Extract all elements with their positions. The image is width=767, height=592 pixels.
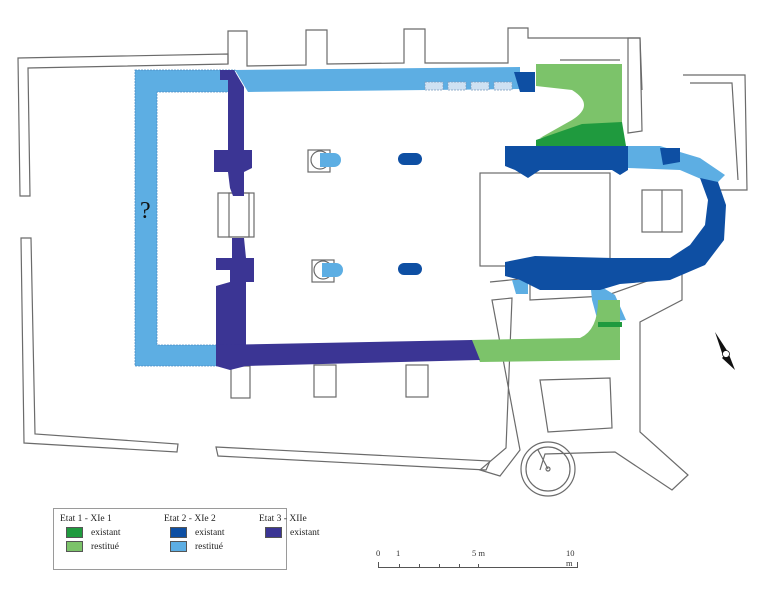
etat3-existant-walls [214,70,480,370]
legend-item: existant [164,527,225,538]
scale-label-0: 0 [376,548,381,558]
north-arrow-icon [715,332,735,370]
apse-north [660,148,680,165]
west-facade-restitue [134,69,238,367]
legend-label: existant [91,527,121,538]
pillar-restitue [322,263,343,277]
scale-tick [478,564,479,567]
legend-swatch-etat3-existant [265,527,282,538]
north-wall-opening [447,81,467,91]
north-chapel-restitue [536,64,622,138]
scale-tick [399,564,400,567]
legend-group-etat1: Etat 1 - XIe 1 existant restitué [60,514,121,552]
north-annex [560,37,643,134]
west-facade-north-pier [214,70,252,196]
scale-tick [439,564,440,567]
north-wall-openings [424,81,513,91]
scale-tick [459,564,460,567]
sacristy [539,377,613,433]
legend-label: existant [195,527,225,538]
north-wall-opening [470,81,490,91]
etat1-existant-walls [536,122,626,327]
corner-restitue [512,280,528,294]
legend-item: restitué [164,541,225,552]
south-buttress [230,365,251,399]
south-annex [478,269,689,491]
etat2-existant-walls [398,72,726,290]
scale-tick [419,564,420,567]
legend-item: restitué [60,541,121,552]
west-facade-south-pier [216,238,254,345]
north-chapel-existant [536,122,626,146]
north-wall-opening [493,81,513,91]
stair-line [537,449,549,470]
choir-outline [479,172,611,267]
legend-group-title: Etat 3 - XIIe [259,514,307,524]
stair-tower [520,441,576,497]
etat1-restitue-walls [470,64,622,362]
south-chapel-existant [598,322,622,327]
unknown-extent-marker: ? [140,198,151,224]
legend-item: existant [259,527,320,538]
legend-swatch-etat2-existant [170,527,187,538]
west-door-jamb [228,192,250,238]
pillar-restitue [320,153,341,167]
legend-group-title: Etat 1 - XIe 1 [60,514,112,524]
south-nave-wall [216,340,480,370]
south-buttress [313,364,337,398]
stair-newel [545,466,551,472]
north-corner [514,72,535,92]
scale-label-5m: 5 m [472,548,485,558]
scale-label-1: 1 [396,548,401,558]
outer-wall-southwest [20,237,179,453]
apse-link-restitue [628,146,725,185]
outline-walls [17,27,748,497]
legend-group-etat2: Etat 2 - XIe 2 existant restitué [164,514,225,552]
north-wall-opening [424,81,444,91]
stair-tower-inner [525,446,571,492]
south-buttress [405,364,429,398]
legend: Etat 1 - XIe 1 existant restitué Etat 2 … [53,508,320,570]
scale-bar: 0 1 5 m 10 m [376,548,581,568]
outer-wall-south [215,446,491,471]
scale-label-10m: 10 m [566,548,575,568]
south-choir-wall [505,178,726,290]
legend-item: existant [60,527,121,538]
north-buttresses [227,27,643,91]
pillar-existant [398,263,422,275]
legend-label: restitué [195,541,223,552]
pillar-existant [398,153,422,165]
legend-label: existant [290,527,320,538]
east-annex [683,74,748,191]
legend-group-etat3: Etat 3 - XIIe existant [259,514,320,538]
south-chapel-green-restitue [470,300,620,362]
scale-bar-line [378,562,578,568]
legend-group-title: Etat 2 - XIe 2 [164,514,216,524]
legend-swatch-etat2-restitue [170,541,187,552]
north-choir-wall [505,146,628,178]
legend-swatch-etat1-existant [66,527,83,538]
legend-swatch-etat1-restitue [66,541,83,552]
legend-label: restitué [91,541,119,552]
